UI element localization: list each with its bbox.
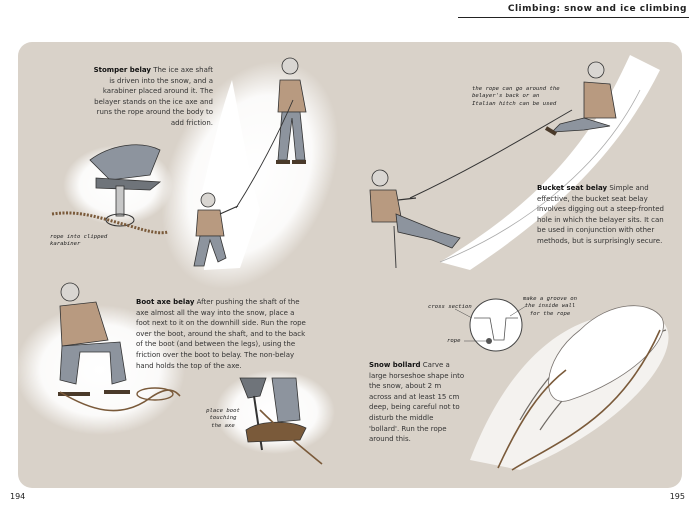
caption-body: Simple and effective, the bucket seat be… (537, 184, 664, 245)
caption-stomper-belay: Stomper belay The ice axe shaft is drive… (88, 65, 213, 129)
note-rope: rope (447, 338, 461, 344)
page-number-left: 194 (10, 492, 26, 501)
caption-boot-axe-belay: Boot axe belay After pushing the shaft o… (136, 297, 306, 371)
caption-title: Stomper belay (93, 66, 151, 74)
stomper-belay-illustration (51, 57, 339, 289)
caption-title: Snow bollard (369, 361, 421, 369)
caption-title: Bucket seat belay (537, 184, 608, 192)
running-header: Climbing: snow and ice climbing (0, 0, 695, 18)
snow-bollard-illustration (454, 298, 669, 471)
caption-body: The ice axe shaft is driven into the sno… (94, 66, 213, 127)
caption-body: After pushing the shaft of the axe almos… (136, 298, 306, 370)
caption-body: Carve a large horseshoe shape into the s… (369, 361, 465, 444)
note-rope-around: the rope can go around the belayer's bac… (472, 86, 560, 107)
page-number-right: 195 (669, 492, 685, 501)
note-groove: make a groove on the inside wall for the… (523, 296, 577, 317)
boot-axe-belay-illustration (15, 282, 335, 465)
note-rope-clipped: rope into clipped karabiner (50, 234, 108, 248)
note-cross-section: cross section (428, 304, 472, 310)
caption-snow-bollard: Snow bollard Carve a large horseshoe sha… (369, 360, 465, 445)
note-boot-touching: place boot touching the axe (206, 408, 240, 429)
bucket-seat-belay-illustration (369, 55, 660, 270)
header-rule (458, 17, 689, 18)
caption-bucket-seat-belay: Bucket seat belay Simple and effective, … (537, 183, 665, 247)
caption-title: Boot axe belay (136, 298, 195, 306)
chapter-title: Climbing: snow and ice climbing (507, 4, 687, 14)
